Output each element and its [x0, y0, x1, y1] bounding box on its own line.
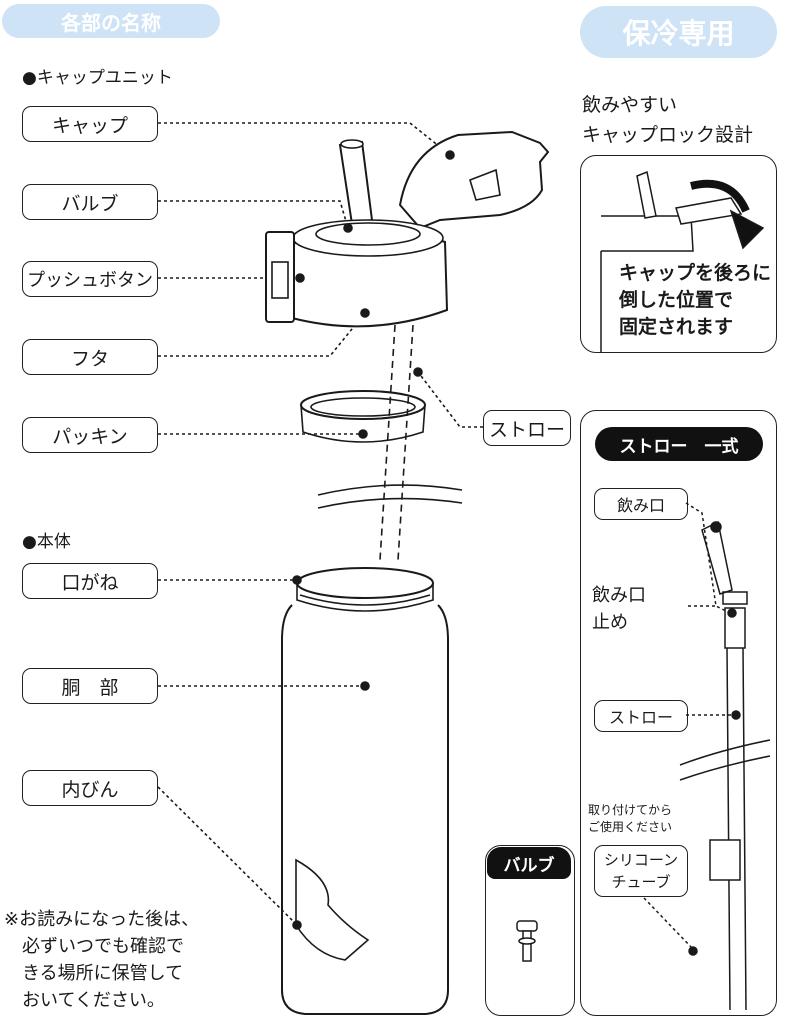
straw-set-illustration — [643, 502, 771, 1011]
valve-illustration — [516, 920, 538, 962]
parts-title-badge: 各部の名称 — [2, 4, 220, 38]
cap-lock-caption-line1: キャップを後ろに — [619, 262, 772, 284]
straw-set-title-text: ストロー 一式 — [619, 436, 739, 457]
label-straw: ストロー — [483, 410, 571, 446]
label-mouthpiece: 飲み口 — [594, 488, 688, 520]
cap-lock-caption-line2: 倒した位置で — [619, 289, 734, 311]
cap-lock-title-line1: 飲みやすい — [582, 94, 678, 116]
cap-unit-heading: ●キャップユニット — [22, 68, 173, 88]
label-cap: キャップ — [22, 106, 158, 142]
cap-lock-panel: キャップを後ろに 倒した位置で 固定されます — [580, 155, 777, 353]
cap-lock-title-line2: キャップロック設計 — [582, 124, 754, 146]
cold-only-badge: 保冷専用 — [580, 6, 777, 58]
label-inner-bottle: 内びん — [22, 770, 158, 806]
label-gasket: パッキン — [22, 417, 158, 453]
label-body-part: 胴 部 — [22, 668, 158, 704]
straw-set-title: ストロー 一式 — [595, 427, 763, 461]
valve-panel-title-text: バルブ — [503, 855, 555, 876]
label-push-button: プッシュボタン — [22, 261, 158, 297]
storage-footnote: ※お読みになった後は、 必ずいつでも確認で きる場所に保管して おいてください。 — [4, 909, 200, 1011]
label-mouth: 口がね — [22, 563, 158, 599]
cap-lock-title: 飲みやすい キャップロック設計 — [582, 90, 753, 150]
cap-lock-caption: キャップを後ろに 倒した位置で 固定されます — [619, 260, 771, 341]
parts-title: 各部の名称 — [61, 10, 161, 35]
label-valve: バルブ — [22, 184, 158, 220]
cap-lock-caption-line3: 固定されます — [619, 316, 734, 338]
cap-lock-illustration — [600, 170, 765, 352]
attach-note: 取り付けてから ご使用ください — [588, 803, 673, 834]
label-mouthpiece-stopper: 飲み口 止め — [592, 585, 646, 633]
valve-panel-title: バルブ — [487, 847, 571, 879]
label-silicone-tube: シリコーン チューブ — [594, 845, 688, 897]
label-lid: フタ — [22, 339, 158, 375]
cold-only-text: 保冷専用 — [622, 17, 735, 50]
label-set-straw: ストロー — [594, 700, 688, 732]
body-heading: ●本体 — [22, 532, 71, 552]
